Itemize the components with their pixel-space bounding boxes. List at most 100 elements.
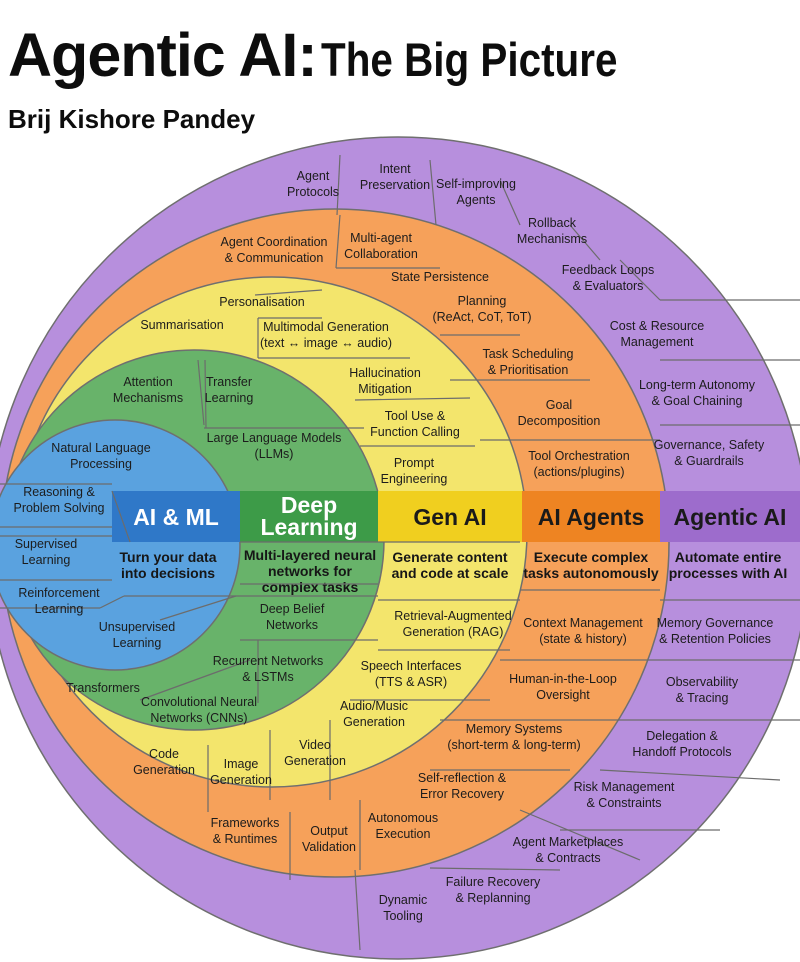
- band-label-ml: AI & ML: [133, 504, 219, 530]
- ml-item-line: Learning: [35, 602, 84, 616]
- agents-item-line: (short-term & long-term): [447, 738, 580, 752]
- agentic-item: Agent Marketplaces& Contracts: [513, 835, 623, 865]
- genai-item: Summarisation: [140, 318, 223, 332]
- agents-item-line: Multi-agent: [350, 231, 412, 245]
- dl-item-line: Transfer: [206, 375, 252, 389]
- tagline-agentic: processes with AI: [669, 565, 788, 581]
- agents-item-line: Decomposition: [518, 414, 601, 428]
- tagline-agents: Execute complex: [534, 549, 649, 565]
- agentic-item-line: Tooling: [383, 909, 423, 923]
- agentic-item-line: Observability: [666, 675, 739, 689]
- divider-line: [499, 179, 521, 226]
- dividers-layer: [0, 154, 800, 951]
- ml-item: Reasoning &Problem Solving: [13, 485, 104, 515]
- genai-item-line: Retrieval-Augmented: [394, 609, 511, 623]
- agentic-item-line: Intent: [379, 162, 411, 176]
- agentic-item: Governance, Safety& Guardrails: [654, 438, 765, 468]
- ml-item-line: Supervised: [15, 537, 78, 551]
- genai-item-line: Multimodal Generation: [263, 320, 389, 334]
- agents-item: Frameworks& Runtimes: [211, 816, 280, 846]
- agentic-item-line: Handoff Protocols: [632, 745, 731, 759]
- agentic-item-line: & Replanning: [455, 891, 530, 905]
- agentic-item-line: Self-improving: [436, 177, 516, 191]
- band-label-agentic: Agentic AI: [674, 504, 787, 530]
- dl-item-line: & LSTMs: [242, 670, 293, 684]
- agents-item-line: Task Scheduling: [482, 347, 573, 361]
- band-label-genai: Gen AI: [413, 504, 486, 530]
- agents-item-line: Tool Orchestration: [528, 449, 629, 463]
- agentic-item-line: Agents: [457, 193, 496, 207]
- agents-item-line: (state & history): [539, 632, 627, 646]
- agentic-item-line: Agent Marketplaces: [513, 835, 623, 849]
- genai-item-line: (TTS & ASR): [375, 675, 447, 689]
- genai-item-line: Speech Interfaces: [361, 659, 462, 673]
- divider-line: [354, 397, 471, 401]
- divider-line: [354, 869, 361, 951]
- divider-line: [111, 490, 131, 543]
- genai-item-line: Summarisation: [140, 318, 223, 332]
- tagline-agents: tasks autonomously: [523, 565, 659, 581]
- divider-line: [335, 214, 341, 269]
- band-label-dl: Learning: [260, 514, 357, 540]
- ml-item-line: Natural Language: [51, 441, 150, 455]
- agentic-item-line: Protocols: [287, 185, 339, 199]
- dl-item: Large Language Models(LLMs): [207, 431, 342, 461]
- dl-item-line: Convolutional Neural: [141, 695, 257, 709]
- tagline-dl: networks for: [268, 563, 353, 579]
- agents-item-line: & Prioritisation: [488, 363, 569, 377]
- genai-item: Personalisation: [219, 295, 305, 309]
- agentic-item-line: Dynamic: [379, 893, 428, 907]
- dl-item: Transformers: [66, 681, 140, 695]
- author-name: Brij Kishore Pandey: [8, 104, 256, 134]
- band-genai: [378, 491, 522, 542]
- title-part-1: Agentic AI:: [8, 21, 318, 89]
- band-ml: [112, 491, 240, 542]
- genai-item-line: Image: [224, 757, 259, 771]
- genai-item-line: Audio/Music: [340, 699, 408, 713]
- agentic-item: Failure Recovery & Replanning: [446, 875, 541, 905]
- genai-item-line: Generation (RAG): [403, 625, 504, 639]
- agentic-item-line: Rollback: [528, 216, 577, 230]
- agents-item-line: & Communication: [225, 251, 324, 265]
- agents-item-line: Validation: [302, 840, 356, 854]
- agents-item-line: Self-reflection &: [418, 771, 507, 785]
- agentic-item-line: & Tracing: [676, 691, 729, 705]
- genai-item: Multimodal Generation(text ↔ image ↔ aud…: [260, 320, 392, 350]
- divider-line: [197, 359, 205, 426]
- agents-item-line: Frameworks: [211, 816, 280, 830]
- divider-line: [159, 595, 237, 621]
- agentic-item-line: Delegation &: [646, 729, 718, 743]
- divider-line: [254, 289, 323, 296]
- agents-item-line: Collaboration: [344, 247, 418, 261]
- tagline-dl: Multi-layered neural: [244, 547, 376, 563]
- genai-item-line: Engineering: [381, 472, 448, 486]
- agentic-item: Delegation & Handoff Protocols: [632, 729, 731, 759]
- agentic-item-line: Long-term Autonomy: [639, 378, 756, 392]
- agentic-item-line: Feedback Loops: [562, 263, 654, 277]
- agents-item-line: Oversight: [536, 688, 590, 702]
- agentic-item-line: Risk Management: [574, 780, 675, 794]
- agentic-item-line: & Constraints: [586, 796, 661, 810]
- divider-line: [336, 154, 341, 216]
- agents-item: Memory Systems(short-term & long-term): [447, 722, 580, 752]
- genai-item-line: Code: [149, 747, 179, 761]
- band-agents: [522, 491, 660, 542]
- divider-line: [99, 595, 125, 609]
- agentic-item-line: Failure Recovery: [446, 875, 541, 889]
- genai-item-line: Function Calling: [370, 425, 460, 439]
- agentic-item-line: Memory Governance: [657, 616, 774, 630]
- agents-item: Tool Orchestration(actions/plugins): [528, 449, 629, 479]
- agentic-item-line: Governance, Safety: [654, 438, 765, 452]
